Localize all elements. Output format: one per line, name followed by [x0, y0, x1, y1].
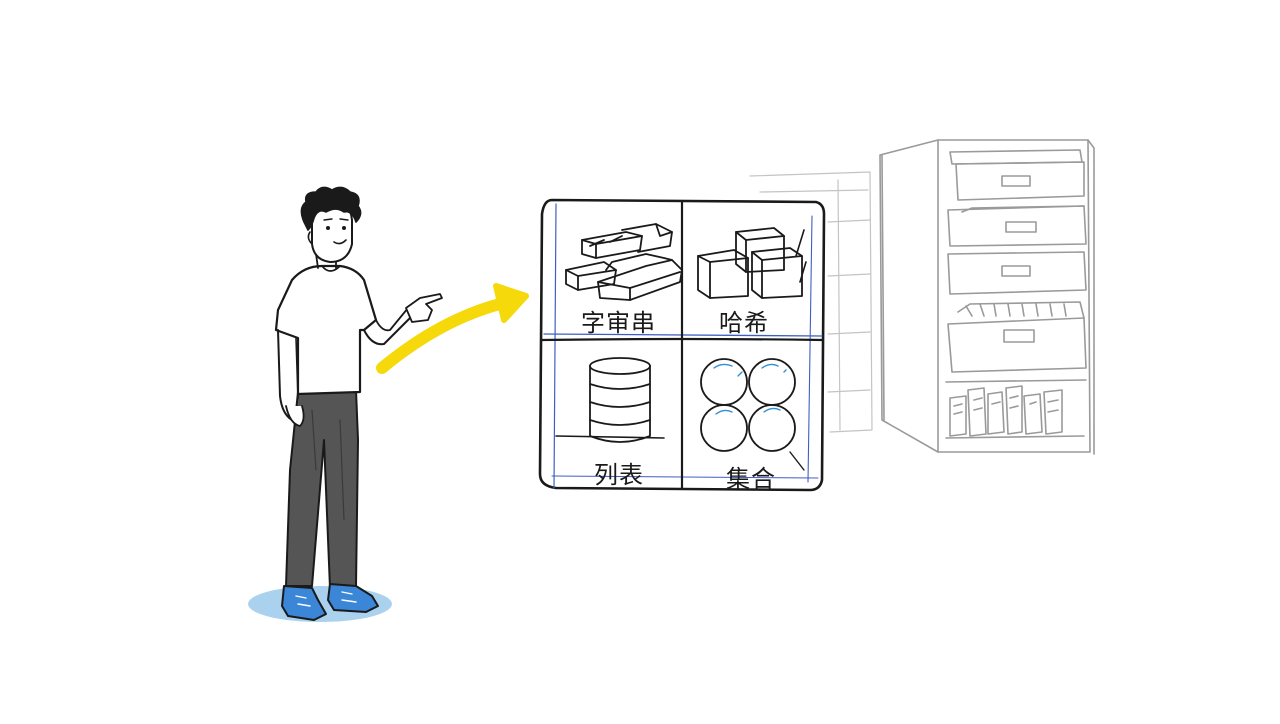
grid-frame [538, 198, 826, 492]
person-figure [248, 186, 443, 622]
pointing-hand [405, 293, 443, 323]
pants [285, 389, 359, 589]
circles-icon [700, 358, 796, 452]
drawer-1 [949, 149, 1085, 201]
drawer-2 [947, 205, 1087, 247]
bricks-icon [565, 223, 683, 301]
cell-label-set: 集合 [726, 465, 776, 493]
right-shoe [327, 583, 379, 613]
yellow-arrow-icon [376, 283, 529, 374]
left-shoe [281, 585, 327, 621]
file-boxes [949, 385, 1063, 437]
drawer-4 [947, 301, 1087, 373]
t-shirt [274, 264, 378, 396]
data-types-grid [538, 198, 826, 492]
cell-label-strings: 字审串 [581, 309, 656, 337]
background-shelf [749, 171, 873, 433]
storage-cabinet [749, 139, 1095, 455]
curly-hair [300, 186, 362, 231]
cell-label-hash: 哈希 [719, 309, 769, 337]
cubes-icon [697, 227, 803, 299]
stacked-disks-icon [589, 357, 651, 443]
drawer-3 [947, 251, 1087, 295]
grid-divider-horizontal [540, 337, 824, 342]
cell-label-list: 列表 [594, 461, 644, 489]
